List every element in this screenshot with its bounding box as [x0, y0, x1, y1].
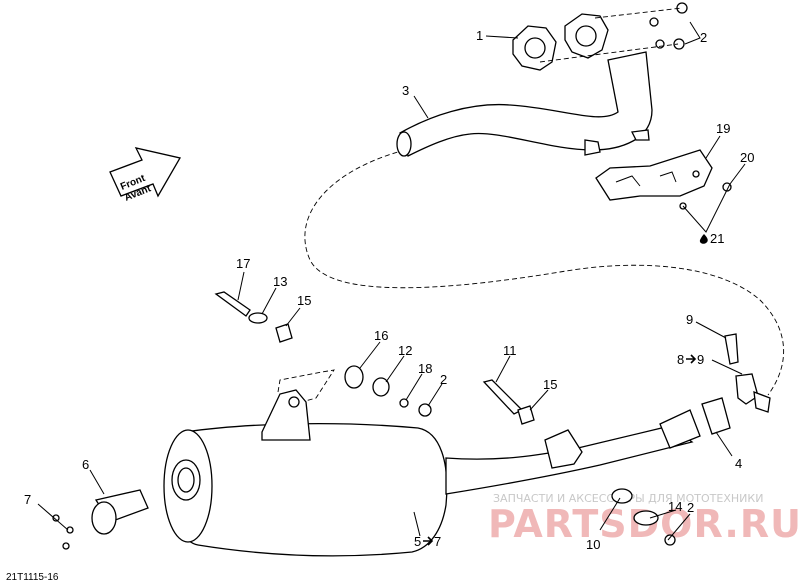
arrow-right-icon [423, 536, 434, 546]
callout-15-lower: 15 [543, 377, 557, 392]
clamp-bolt [724, 333, 739, 365]
callout-20: 20 [740, 150, 754, 165]
mount-hardware-middle [344, 365, 432, 417]
callout-4: 4 [735, 456, 742, 471]
callout-2-top: 2 [700, 30, 707, 45]
callout-19: 19 [716, 121, 730, 136]
muffler [163, 389, 448, 557]
drop-icon [699, 234, 708, 244]
flange-nuts [649, 2, 688, 50]
callout-2-lower: 2 [687, 500, 694, 515]
tailpipe-screw [52, 514, 60, 522]
callout-9-sub: 9 [697, 352, 704, 367]
callout-12: 12 [398, 343, 412, 358]
callout-17: 17 [236, 256, 250, 271]
callout-18: 18 [418, 361, 432, 376]
figure-code: 21T1115-16 [6, 572, 59, 583]
mid-pipe [445, 397, 731, 495]
callout-3: 3 [402, 83, 409, 98]
mount-hardware-lower [482, 379, 676, 546]
header-flange [512, 13, 609, 71]
header-pipe [396, 51, 653, 157]
exhaust-clamp [735, 373, 771, 413]
callout-16: 16 [374, 328, 388, 343]
callout-2-middle: 2 [440, 372, 447, 387]
bracket-routing-line [277, 369, 335, 403]
callout-8: 8 [677, 352, 684, 367]
callouts: 1 2 3 19 20 21 17 13 15 9 8 9 16 12 18 2… [24, 28, 754, 552]
callout-15-upper: 15 [297, 293, 311, 308]
tailpipe [91, 489, 149, 535]
callout-10: 10 [586, 537, 600, 552]
front-arrow: Front Avant [109, 147, 182, 204]
callout-21: 21 [710, 231, 724, 246]
callout-7: 7 [24, 492, 31, 507]
callout-14: 14 [668, 499, 682, 514]
assembly-routing-line [304, 149, 785, 396]
callout-6: 6 [82, 457, 89, 472]
leader-lines [37, 21, 746, 541]
heat-shield [595, 149, 713, 201]
callout-9: 9 [686, 312, 693, 327]
callout-1: 1 [476, 28, 483, 43]
arrow-right-icon [686, 354, 697, 364]
callout-13: 13 [273, 274, 287, 289]
callout-5-sub: 7 [434, 534, 441, 549]
callout-5: 5 [414, 534, 421, 549]
callout-11: 11 [503, 343, 517, 358]
mount-hardware-upper [214, 291, 293, 343]
